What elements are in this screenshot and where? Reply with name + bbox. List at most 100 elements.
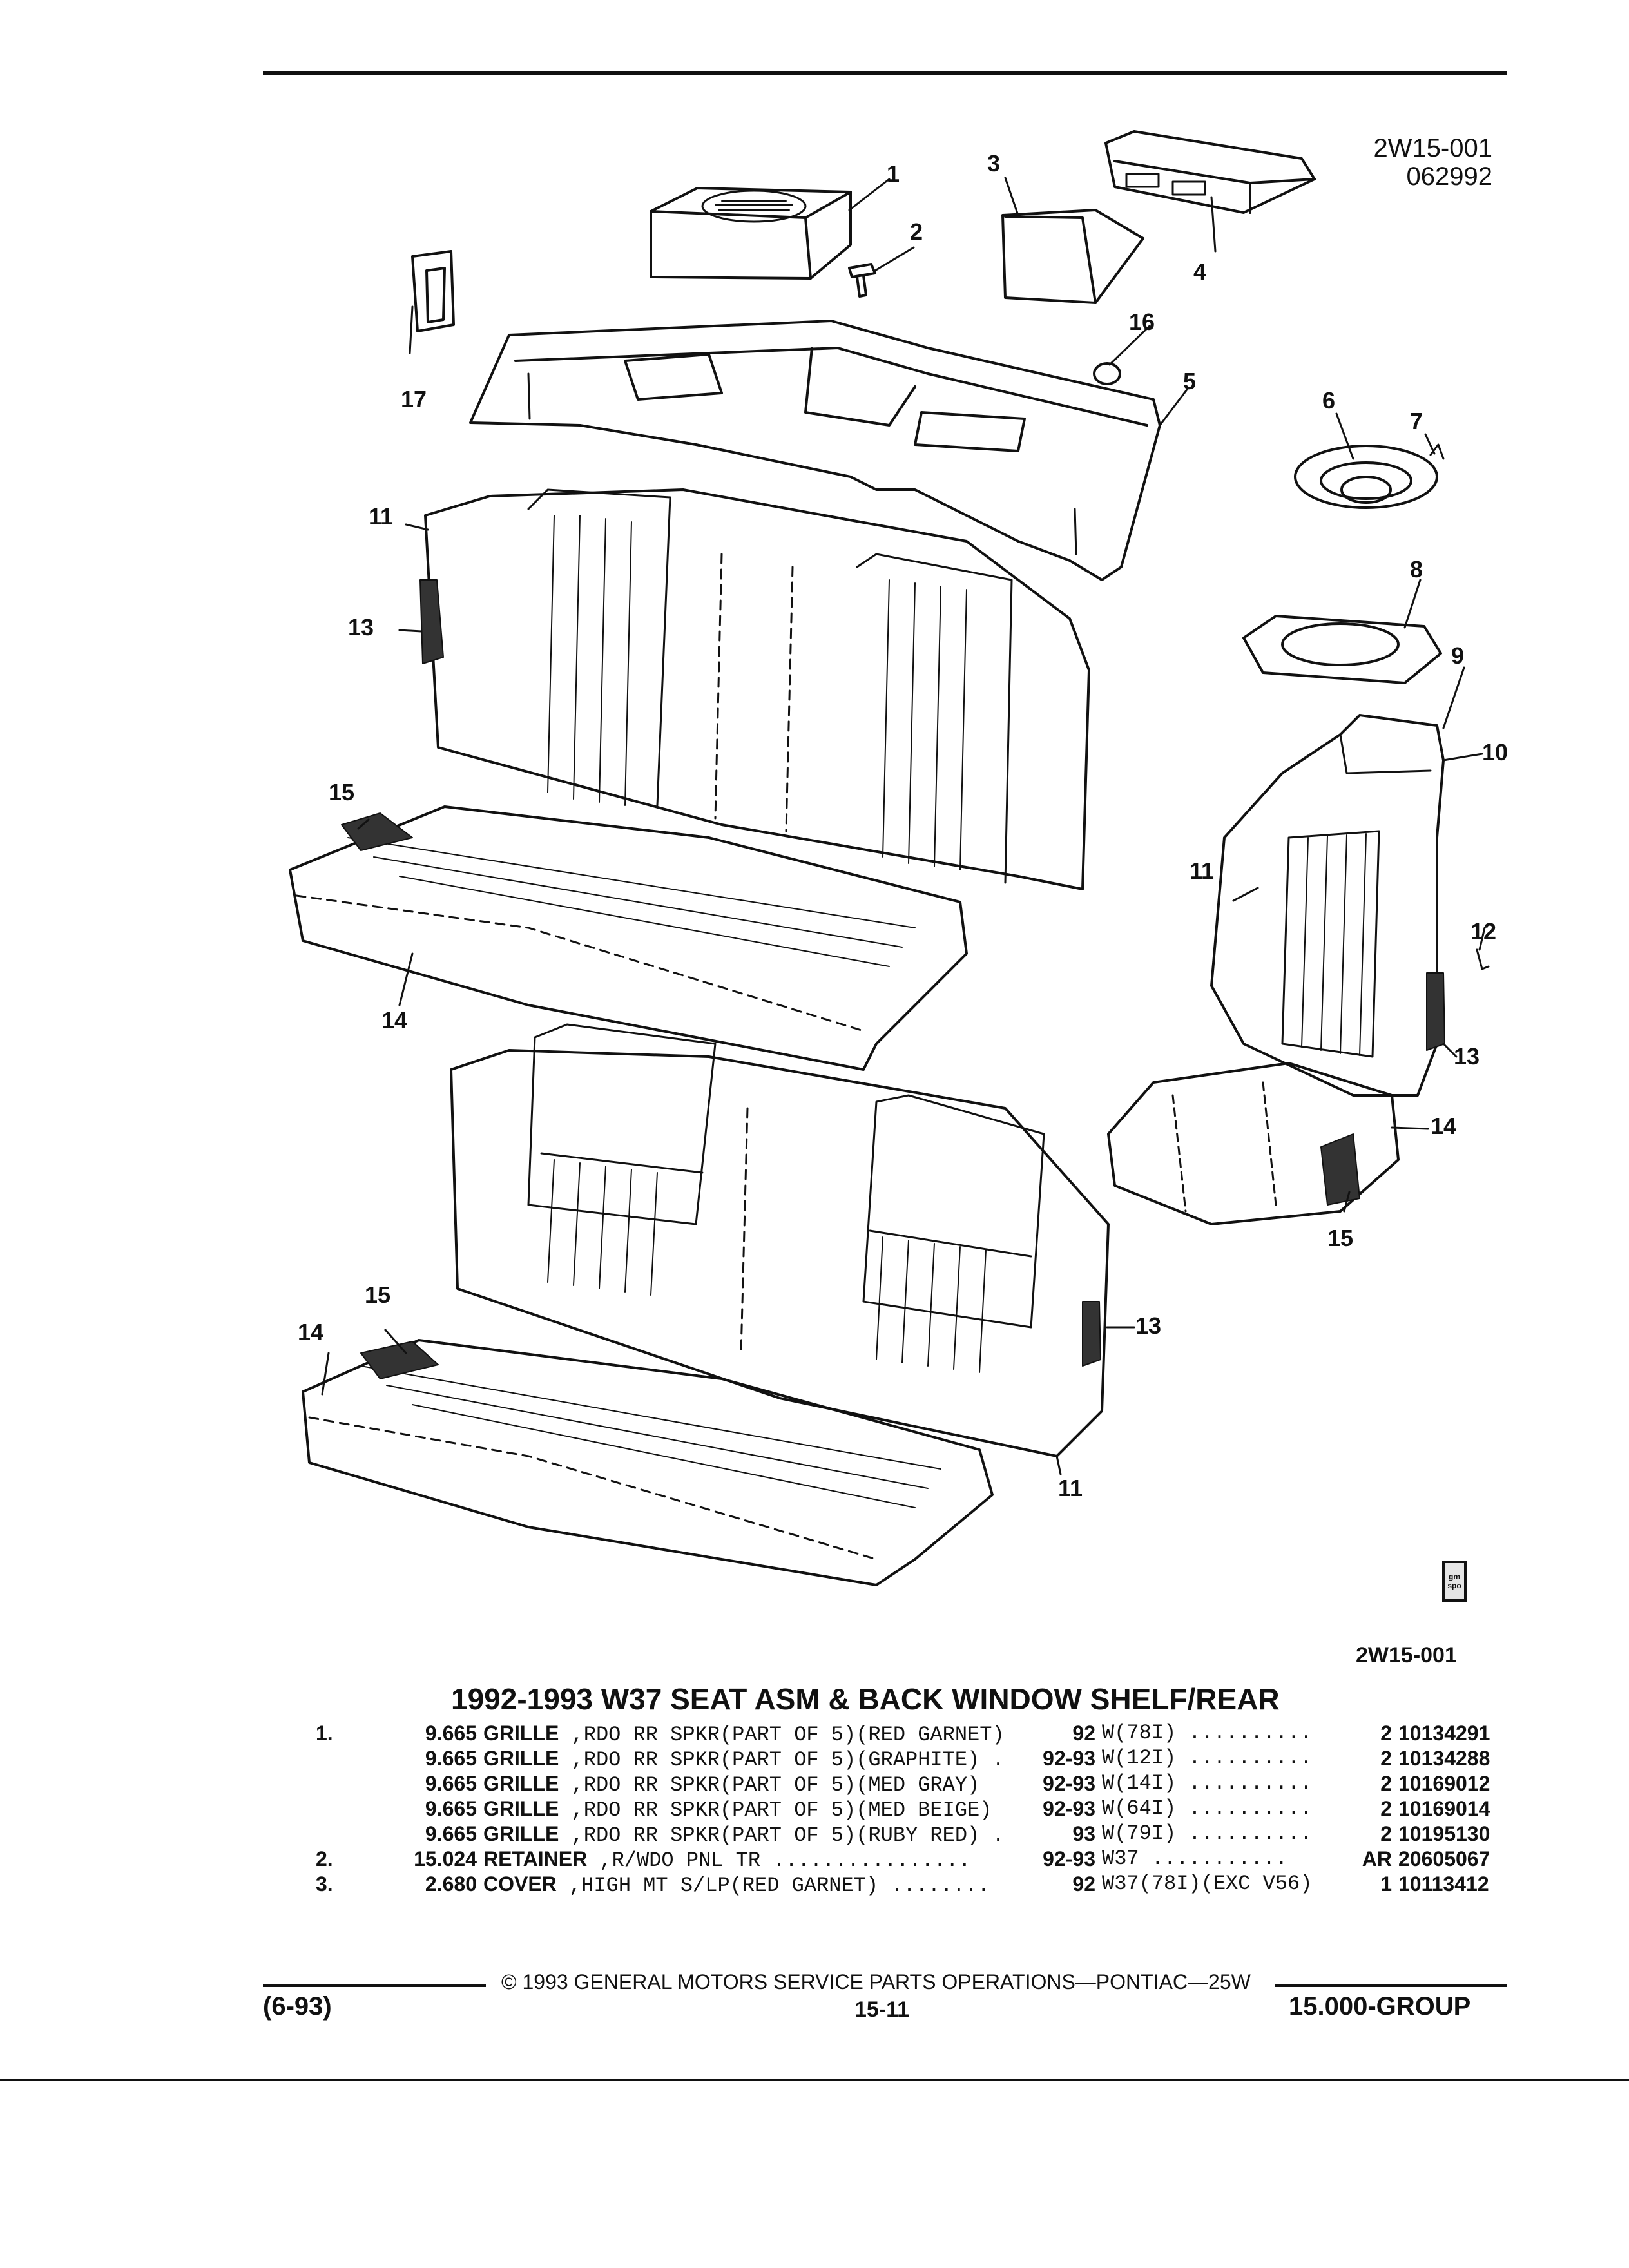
part-reference: 9.665 (425, 1822, 477, 1845)
part-index: 1. (316, 1722, 333, 1745)
part-option-code: W37(78I)(EXC V56) (1102, 1872, 1353, 1898)
part-description: GRILLE ,RDO RR SPKR(PART OF 5)(MED GRAY) (483, 1772, 1018, 1797)
footer-group: 15.000-GROUP (1289, 1992, 1471, 2021)
part-quantity: 2 (1380, 1797, 1392, 1820)
part-description: RETAINER ,R/WDO PNL TR ................ (483, 1847, 1018, 1872)
part-code: W(14I) (1102, 1771, 1177, 1795)
retainer-part (848, 263, 876, 298)
speaker-adapter-part (1242, 615, 1442, 684)
footer-page-number: 15-11 (854, 1997, 910, 2022)
callout-13-upper: 13 (348, 614, 374, 640)
part-option-code: W(64I) .......... (1102, 1797, 1353, 1822)
part-code: W(78I) (1102, 1721, 1177, 1745)
grommet-part (1093, 362, 1121, 385)
figure-ident-line1: 2W15-001 (1373, 134, 1492, 162)
part-option-code: W(14I) .......... (1102, 1772, 1353, 1797)
part-leader-dots: .......... (1188, 1796, 1313, 1820)
callout-16: 16 (1129, 309, 1155, 335)
part-years: 92 (1072, 1872, 1095, 1896)
callout-11-bucket: 11 (1190, 858, 1215, 884)
part-option-code: W37 ........... (1102, 1847, 1353, 1872)
part-reference: 9.665 (425, 1747, 477, 1770)
figure-ident-line2: 062992 (1406, 162, 1492, 191)
callout-3: 3 (987, 150, 1001, 177)
part-years: 92 (1072, 1722, 1095, 1745)
part-years: 92-93 (1043, 1747, 1095, 1770)
callout-12: 12 (1470, 918, 1497, 945)
callout-5: 5 (1183, 368, 1197, 394)
part-quantity: AR (1362, 1847, 1392, 1870)
part-number: 10134291 (1398, 1722, 1490, 1745)
part-index: 3. (316, 1872, 333, 1896)
callout-15-upper: 15 (329, 779, 355, 805)
parts-row: 9.665 GRILLE ,RDO RR SPKR(PART OF 5)(MED … (316, 1797, 1496, 1822)
part-leader-dots: ........... (1151, 1847, 1288, 1870)
lamp-housing-part (1104, 130, 1316, 214)
part-leader-dots: .......... (1188, 1721, 1313, 1745)
top-rule (263, 71, 1507, 75)
rear-seat-back-upper (419, 488, 1090, 890)
part-option-code: W(12I) .......... (1102, 1747, 1353, 1772)
stoplamp-cover-part (1001, 209, 1144, 304)
footer-date: (6-93) (263, 1992, 332, 2021)
part-detail: ,RDO RR SPKR(PART OF 5)(GRAPHITE) . (571, 1748, 1005, 1772)
part-leader-dots: .......... (1188, 1771, 1313, 1795)
part-reference: 9.665 (425, 1797, 477, 1820)
callout-9: 9 (1451, 642, 1465, 669)
part-code: W37 (1102, 1847, 1139, 1870)
part-reference: 9.665 (425, 1722, 477, 1745)
speaker-part (1294, 445, 1438, 509)
part-code: W(12I) (1102, 1746, 1177, 1770)
part-quantity: 2 (1380, 1722, 1392, 1745)
part-description: COVER ,HIGH MT S/LP(RED GARNET) ........ (483, 1872, 1018, 1898)
rear-seat-back-lower (450, 1023, 1110, 1457)
callout-1: 1 (887, 160, 900, 187)
leader-lines (321, 177, 1486, 1475)
part-option-code: W(79I) .......... (1102, 1822, 1353, 1847)
part-leader-dots: .......... (1188, 1746, 1313, 1770)
bucket-seat (1107, 714, 1445, 1225)
part-number: 10169012 (1398, 1772, 1490, 1795)
callout-4: 4 (1193, 258, 1207, 285)
part-quantity: 2 (1380, 1747, 1392, 1770)
part-name: GRILLE (483, 1772, 559, 1795)
callout-14-lower: 14 (298, 1319, 324, 1345)
part-detail: ,RDO RR SPKR(PART OF 5)(MED BEIGE) (571, 1798, 992, 1822)
callout-13-lower: 13 (1135, 1312, 1162, 1339)
part-code: W(79I) (1102, 1821, 1177, 1845)
part-number: 10134288 (1398, 1747, 1490, 1770)
part-years: 92-93 (1043, 1772, 1095, 1795)
part-detail: ,RDO RR SPKR(PART OF 5)(RUBY RED) . (571, 1823, 1005, 1847)
bottom-rule (0, 2079, 1629, 2081)
part-code: W(64I) (1102, 1796, 1177, 1820)
callout-2: 2 (910, 218, 923, 245)
footer-rule-left (263, 1984, 486, 1987)
part-name: GRILLE (483, 1797, 559, 1820)
footer-rule-right (1275, 1984, 1507, 1987)
bracket-part (411, 250, 455, 332)
parts-row: 9.665 GRILLE ,RDO RR SPKR(PART OF 5)(MED … (316, 1772, 1496, 1797)
part-number: 10169014 (1398, 1797, 1490, 1820)
part-detail: ,HIGH MT S/LP(RED GARNET) ........ (569, 1874, 990, 1898)
part-detail: ,RDO RR SPKR(PART OF 5)(RED GARNET) (571, 1723, 1005, 1747)
callout-17: 17 (401, 386, 427, 412)
part-reference: 2.680 (425, 1872, 477, 1896)
part-name: GRILLE (483, 1747, 559, 1770)
parts-row: 9.665 GRILLE ,RDO RR SPKR(PART OF 5)(GRAP… (316, 1747, 1496, 1772)
part-index (316, 1747, 393, 1772)
part-reference: 9.665 (425, 1772, 477, 1795)
part-option-code: W(78I) .......... (1102, 1722, 1353, 1747)
part-name: RETAINER (483, 1847, 588, 1870)
callout-15-lower: 15 (365, 1282, 391, 1308)
callout-14-upper: 14 (381, 1007, 408, 1033)
callout-8: 8 (1410, 556, 1423, 582)
part-years: 92-93 (1043, 1797, 1095, 1820)
part-description: GRILLE ,RDO RR SPKR(PART OF 5)(MED BEIGE… (483, 1797, 1018, 1822)
part-index (316, 1772, 393, 1797)
part-years: 93 (1072, 1822, 1095, 1845)
part-quantity: 1 (1380, 1872, 1392, 1896)
part-index (316, 1822, 393, 1847)
